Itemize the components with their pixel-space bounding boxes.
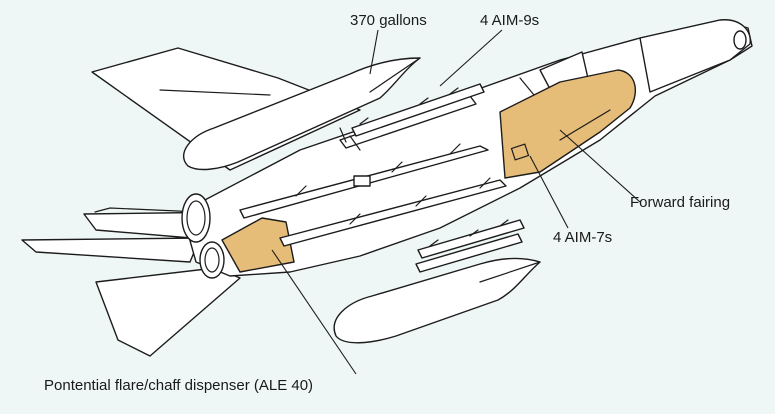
forward-fairing-panel xyxy=(499,69,637,179)
lower-stabilizer xyxy=(95,267,241,357)
nose-probe xyxy=(733,30,747,50)
label-dispenser: Pontential flare/chaff dispenser (ALE 40… xyxy=(44,377,314,394)
label-aim9: 4 AIM-9s xyxy=(480,12,540,29)
lower-fuel-tank xyxy=(333,257,541,344)
leader-aim9 xyxy=(439,29,503,87)
aim9-rails-upper xyxy=(339,83,485,151)
leader-forward-fairing xyxy=(559,129,641,203)
left-stabilizer xyxy=(21,237,201,263)
leader-aim7 xyxy=(529,155,569,229)
leader-fuel-tank xyxy=(369,29,379,75)
label-forward-fairing: Forward fairing xyxy=(630,194,731,211)
leader-dispenser xyxy=(271,249,357,375)
aim9-rails-lower xyxy=(415,219,525,273)
nose-cone xyxy=(639,19,751,93)
centreline-pod xyxy=(353,175,371,187)
upper-wing xyxy=(91,47,361,171)
engine-nozzles xyxy=(181,193,225,279)
label-aim7: 4 AIM-7s xyxy=(553,229,613,246)
label-fuel-tank: 370 gallons xyxy=(350,12,427,29)
